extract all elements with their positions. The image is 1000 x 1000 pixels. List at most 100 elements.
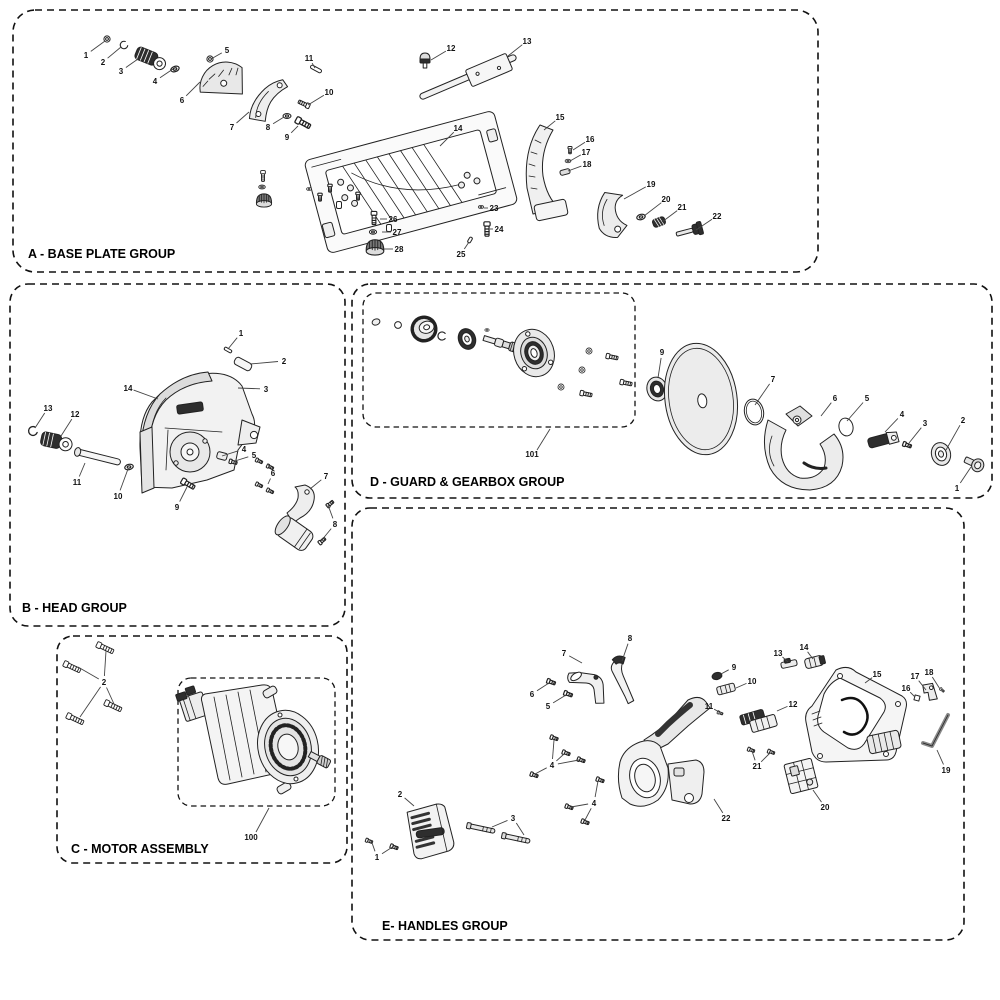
callout-leader-D-3 — [908, 427, 922, 444]
callout-leader-A-3 — [125, 58, 139, 68]
callout-number-A-15: 15 — [556, 113, 565, 122]
callout-leader-A-15 — [543, 120, 556, 131]
callout-number-A-1: 1 — [84, 51, 89, 60]
callout-number-E-15: 15 — [873, 670, 882, 679]
callout-leader-E-18 — [931, 676, 941, 690]
subassembly-101-leader — [536, 428, 551, 451]
callout-number-D-2: 2 — [961, 416, 966, 425]
part-e16-nut — [913, 694, 921, 702]
group-c-label: C - MOTOR ASSEMBLY — [71, 842, 209, 856]
callout-leader-D-1 — [959, 466, 972, 484]
callout-number-B-13: 13 — [44, 404, 53, 413]
part-e22-handle-housing-left — [617, 696, 711, 807]
callout-leader-B-9 — [179, 486, 188, 502]
part-a27-washer — [368, 229, 378, 235]
callout-number-A-3: 3 — [119, 67, 124, 76]
callout-number-E-18: 18 — [925, 668, 934, 677]
callout-number-B-5: 5 — [252, 451, 257, 460]
part-e12-switch — [739, 709, 778, 733]
group-a-box — [12, 9, 819, 273]
group-d-artwork — [371, 315, 985, 491]
part-d9-flange-bearing — [646, 376, 668, 402]
callout-leader-A-16 — [572, 141, 586, 151]
part-e13-bracket — [780, 657, 798, 669]
callout-number-D-6: 6 — [833, 394, 838, 403]
callout-number-E-13: 13 — [774, 649, 783, 658]
callout-number-B-2: 2 — [282, 357, 287, 366]
part-e4-screws — [529, 734, 606, 827]
part-a12-thumb-cap — [419, 52, 431, 69]
callout-leader-A-22 — [695, 218, 713, 231]
callout-leader-A-6 — [185, 81, 201, 97]
callout-leader-E-4 — [570, 803, 589, 808]
group-a-artwork — [103, 35, 704, 256]
callout-number-D-9: 9 — [660, 348, 665, 357]
callout-number-B-11: 11 — [73, 478, 82, 487]
part-d2-flange — [930, 442, 952, 466]
callout-number-A-2: 2 — [101, 58, 106, 67]
part-a20-washer — [635, 212, 647, 222]
callout-number-A-8: 8 — [266, 123, 271, 132]
callout-number-A-18: 18 — [583, 160, 592, 169]
callout-number-A-27: 27 — [393, 228, 402, 237]
callout-number-A-25: 25 — [457, 250, 466, 259]
callout-leader-A-12 — [430, 50, 447, 61]
part-e15-handle-housing-right — [805, 666, 907, 763]
part-d3-screw — [901, 440, 913, 450]
part-a26-screw — [370, 210, 378, 226]
callout-leader-E-17 — [918, 680, 927, 691]
callout-leader-B-13 — [34, 412, 46, 429]
callout-number-A-7: 7 — [230, 123, 235, 132]
callout-number-B-8: 8 — [333, 520, 338, 529]
callout-number-E-17: 17 — [911, 672, 920, 681]
callout-number-D-4: 4 — [900, 410, 905, 419]
callout-leader-B-6 — [267, 463, 271, 469]
part-b2-cylinder — [233, 356, 253, 372]
part-b12-roller — [40, 431, 73, 452]
part-d5-ring — [838, 417, 854, 437]
part-a6-bevel-quadrant — [199, 61, 243, 95]
part-e20-pcb — [783, 757, 819, 795]
callout-number-A-22: 22 — [713, 212, 722, 221]
callout-leader-A-13 — [507, 44, 523, 57]
callout-leader-B-10 — [119, 468, 129, 491]
part-a19-cam-lever — [597, 192, 628, 238]
callout-leader-C-2 — [103, 650, 107, 677]
callout-number-B-6: 6 — [271, 469, 276, 478]
group-b-box — [9, 283, 346, 627]
callout-number-E-22: 22 — [722, 814, 731, 823]
part-b7-clamp-handle — [274, 484, 315, 551]
callout-number-B-12: 12 — [71, 410, 80, 419]
part-b1-pin — [223, 346, 233, 354]
part-b10-washer — [123, 462, 135, 472]
callout-number-B-7: 7 — [324, 472, 329, 481]
part-a14-base-plate — [304, 111, 518, 253]
callout-number-E-1: 1 — [375, 853, 380, 862]
part-a4-washer — [169, 64, 181, 74]
callout-number-A-6: 6 — [180, 96, 185, 105]
callout-number-D-7: 7 — [771, 375, 776, 384]
part-e10-clip — [716, 682, 736, 696]
part-a8-washer — [282, 113, 292, 119]
callout-leader-A-14 — [439, 131, 455, 147]
callout-leader-E-4 — [556, 753, 565, 762]
group-d-label: D - GUARD & GEARBOX GROUP — [370, 475, 564, 489]
callout-leader-E-4 — [557, 759, 580, 765]
callout-leader-E-4 — [534, 767, 547, 775]
callout-leader-A-8 — [272, 116, 285, 125]
part-a10-screw — [296, 98, 312, 110]
part-gearbox-flange — [513, 328, 555, 378]
part-a9-bolt — [293, 115, 313, 131]
callout-number-B-9: 9 — [175, 503, 180, 512]
callout-leader-A-5 — [210, 52, 223, 60]
callout-number-A-11: 11 — [305, 54, 314, 63]
callout-number-A-19: 19 — [647, 180, 656, 189]
part-a23-washer — [477, 204, 485, 210]
part-e5-screw — [562, 689, 574, 699]
part-e1-screws — [364, 837, 400, 852]
callout-number-A-9: 9 — [285, 133, 290, 142]
part-d4-lever — [867, 431, 900, 449]
callout-number-A-28: 28 — [395, 245, 404, 254]
callout-number-A-26: 26 — [389, 215, 398, 224]
